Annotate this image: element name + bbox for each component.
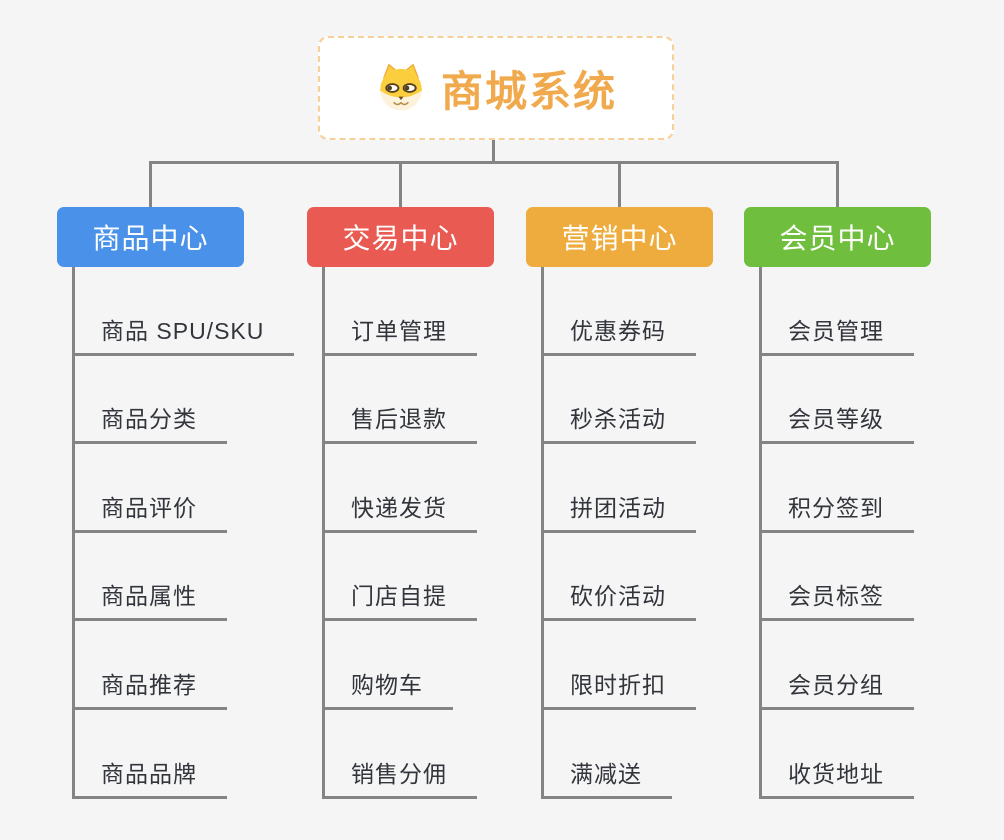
connector-drop-product [149, 161, 152, 208]
leaf-node[interactable]: 秒杀活动 [544, 356, 696, 445]
leaf-node[interactable]: 优惠券码 [544, 267, 696, 356]
leaf-node[interactable]: 积分签到 [762, 444, 914, 533]
branch-node-marketing-center[interactable]: 营销中心 [526, 207, 713, 267]
leaf-node[interactable]: 会员分组 [762, 621, 914, 710]
leaf-node[interactable]: 快递发货 [325, 444, 477, 533]
root-title: 商城系统 [440, 67, 617, 115]
connector-drop-trade [399, 161, 402, 208]
leaf-column-trade-center: 订单管理 售后退款 快递发货 门店自提 购物车 销售分佣 [322, 267, 477, 799]
branch-node-member-center[interactable]: 会员中心 [744, 207, 931, 267]
leaf-column-product-center: 商品 SPU/SKU 商品分类 商品评价 商品属性 商品推荐 商品品牌 [72, 267, 295, 799]
leaf-node[interactable]: 购物车 [325, 621, 453, 710]
connector-root-stem [492, 140, 495, 163]
leaf-node[interactable]: 售后退款 [325, 356, 477, 445]
leaf-node[interactable]: 商品分类 [75, 356, 227, 445]
leaf-node[interactable]: 商品品牌 [75, 710, 227, 799]
leaf-node[interactable]: 会员等级 [762, 356, 914, 445]
connector-drop-marketing [618, 161, 621, 208]
leaf-node[interactable]: 满减送 [544, 710, 672, 799]
leaf-node[interactable]: 拼团活动 [544, 444, 696, 533]
leaf-node[interactable]: 商品评价 [75, 444, 227, 533]
leaf-node[interactable]: 门店自提 [325, 533, 477, 622]
connector-drop-member [836, 161, 839, 208]
leaf-node[interactable]: 会员标签 [762, 533, 914, 622]
leaf-column-marketing-center: 优惠券码 秒杀活动 拼团活动 砍价活动 限时折扣 满减送 [541, 267, 696, 799]
leaf-node[interactable]: 会员管理 [762, 267, 914, 356]
leaf-node[interactable]: 商品属性 [75, 533, 227, 622]
connector-bus [149, 161, 839, 164]
leaf-node[interactable]: 商品 SPU/SKU [75, 267, 295, 356]
leaf-node[interactable]: 销售分佣 [325, 710, 477, 799]
leaf-node[interactable]: 限时折扣 [544, 621, 696, 710]
branch-node-product-center[interactable]: 商品中心 [57, 207, 244, 267]
leaf-column-member-center: 会员管理 会员等级 积分签到 会员标签 会员分组 收货地址 [759, 267, 914, 799]
root-node[interactable]: 商城系统 [318, 36, 674, 140]
doge-icon [375, 62, 427, 114]
leaf-node[interactable]: 商品推荐 [75, 621, 227, 710]
leaf-node[interactable]: 砍价活动 [544, 533, 696, 622]
leaf-node[interactable]: 订单管理 [325, 267, 477, 356]
leaf-node[interactable]: 收货地址 [762, 710, 914, 799]
branch-node-trade-center[interactable]: 交易中心 [307, 207, 494, 267]
